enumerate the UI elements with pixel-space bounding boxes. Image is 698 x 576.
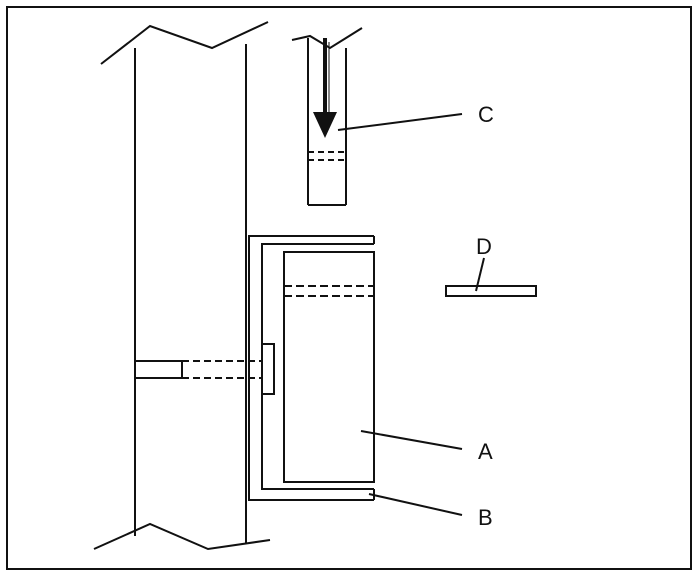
leader-line-a (360, 430, 463, 450)
vertical-post (93, 21, 271, 551)
plate-d (445, 285, 537, 297)
rod-top-break-line (291, 27, 363, 50)
leader-line-d (475, 257, 485, 292)
block-a-body (283, 251, 375, 483)
bracket-b (248, 235, 375, 501)
bolt (135, 343, 275, 395)
label-c: C (478, 102, 494, 127)
bracket-inner-outline (261, 243, 374, 490)
post-bottom-break-line (93, 522, 271, 551)
label-d: D (476, 234, 492, 259)
post-top-break-line (100, 21, 269, 65)
leader-line-c (337, 113, 463, 131)
bolt-shank-outside (135, 360, 183, 379)
leader-line-b (368, 493, 463, 516)
bolt-nut (261, 343, 275, 395)
leader-lines (337, 113, 485, 516)
down-arrow-icon (313, 38, 337, 138)
rod-c (291, 27, 363, 206)
bracket-outer-outline (248, 235, 374, 501)
block-a (283, 251, 375, 483)
label-b: B (478, 505, 493, 530)
label-a: A (478, 439, 493, 464)
diagram-frame (6, 6, 692, 570)
